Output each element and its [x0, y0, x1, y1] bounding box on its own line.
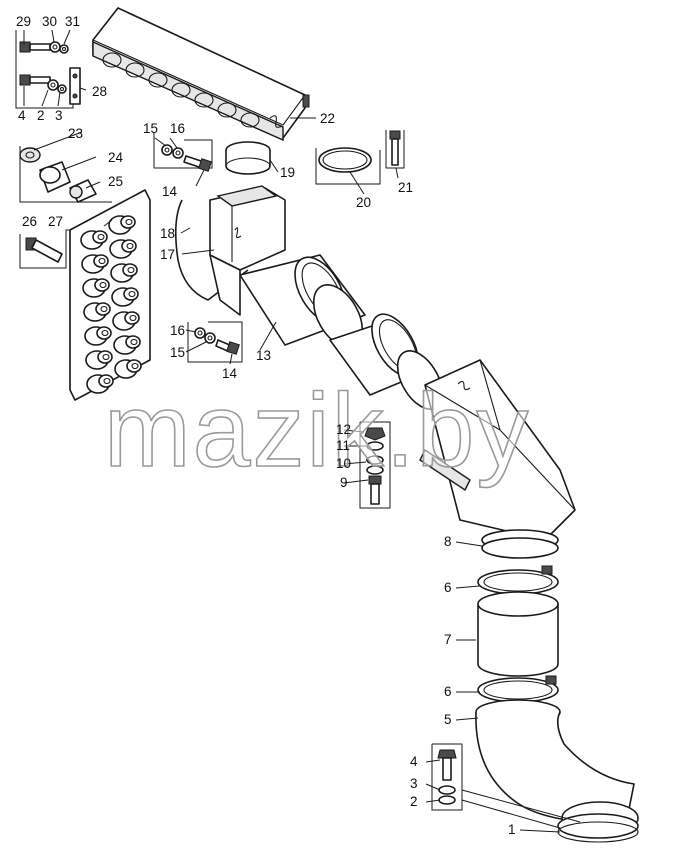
- callout-16-lower: 16: [170, 323, 185, 338]
- washer-30-icon: [47, 41, 61, 91]
- tube-13: [239, 254, 366, 348]
- sleeve-assembly: [477, 565, 559, 703]
- callout-3-top: 3: [55, 108, 63, 123]
- fastener-group-top-left: [15, 30, 81, 109]
- callout-14-top: 14: [162, 184, 178, 199]
- heater-box: [92, 7, 310, 142]
- callout-21: 21: [398, 180, 413, 195]
- clamp-20: [315, 147, 381, 185]
- duct-17: [174, 185, 286, 316]
- bolt-group-upper: [153, 132, 213, 172]
- callout-10: 10: [336, 456, 351, 471]
- base-plate-1: [557, 813, 639, 843]
- callout-26: 26: [22, 214, 37, 229]
- callout-19: 19: [280, 165, 295, 180]
- nozzle-icon: [108, 215, 136, 235]
- callout-8: 8: [444, 534, 452, 549]
- nozzle-icon: [114, 359, 142, 379]
- nozzle-icon: [112, 311, 140, 331]
- nozzle-icon: [113, 335, 141, 355]
- bolt-29-icon: [19, 41, 51, 86]
- callout-4-top: 4: [18, 108, 26, 123]
- nozzle-icon: [84, 326, 112, 346]
- nozzle-icon: [86, 374, 114, 394]
- callout-25: 25: [108, 174, 123, 189]
- callout-3-lower: 3: [410, 776, 418, 791]
- outlet-elbow-5: [475, 699, 639, 835]
- callout-20: 20: [356, 195, 371, 210]
- callout-15-top: 15: [143, 121, 158, 136]
- bolt-group-9-12: [359, 421, 391, 509]
- callout-2-top: 2: [37, 108, 45, 123]
- callout-16-top: 16: [170, 121, 185, 136]
- bolt-group-lower-right: [431, 743, 463, 811]
- callout-30: 30: [42, 14, 57, 29]
- callout-6-top: 6: [444, 580, 452, 595]
- nozzle-icon: [81, 254, 109, 274]
- callout-2-lower: 2: [410, 794, 418, 809]
- clamp-8: [481, 537, 559, 559]
- callout-6-lower: 6: [444, 684, 452, 699]
- nozzle-icon: [85, 350, 113, 370]
- callout-4-lower: 4: [410, 754, 418, 769]
- bracket-28-icon: [69, 67, 81, 105]
- callout-28: 28: [92, 84, 107, 99]
- bolt-group-lower: [187, 321, 243, 363]
- nozzle-icon: [83, 302, 111, 322]
- nozzle-icon: [111, 287, 139, 307]
- nozzle-panel-27: [69, 189, 151, 401]
- callout-labels: 29 30 31 4 2 3 28 22 23 24 25 15 16 14 1…: [16, 14, 516, 837]
- callout-27: 27: [48, 214, 63, 229]
- callout-29: 29: [16, 14, 31, 29]
- callout-17: 17: [160, 247, 175, 262]
- bolt-21: [385, 130, 405, 169]
- nozzle-icon: [82, 278, 110, 298]
- nozzle-icon: [80, 230, 108, 250]
- watermark: mazik.by: [104, 373, 530, 489]
- callout-9: 9: [340, 475, 348, 490]
- callout-18: 18: [160, 226, 175, 241]
- callout-11: 11: [336, 438, 350, 453]
- callout-12: 12: [336, 422, 351, 437]
- callout-31: 31: [65, 14, 80, 29]
- callout-7: 7: [444, 632, 452, 647]
- callout-13: 13: [256, 348, 271, 363]
- nozzle-icon: [109, 239, 137, 259]
- washer-31-icon: [57, 44, 69, 94]
- fitting-group-23-25: [19, 146, 112, 203]
- callout-24: 24: [108, 150, 124, 165]
- fitting-26: [19, 229, 70, 269]
- callout-14-lower: 14: [222, 366, 238, 381]
- callout-23: 23: [68, 126, 83, 141]
- callout-22: 22: [320, 111, 335, 126]
- callout-5: 5: [444, 712, 452, 727]
- callout-1: 1: [508, 822, 516, 837]
- leader-lines: [23, 29, 581, 833]
- callout-15-lower: 15: [170, 345, 185, 360]
- nozzle-icon: [110, 263, 138, 283]
- adapter-19: [225, 141, 271, 175]
